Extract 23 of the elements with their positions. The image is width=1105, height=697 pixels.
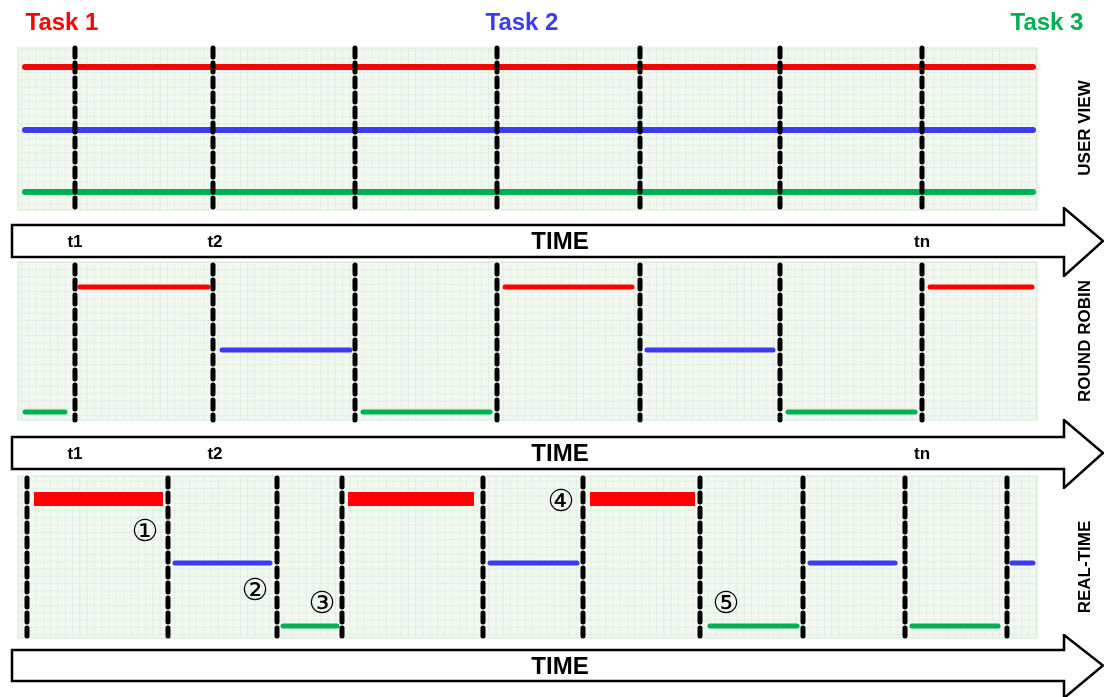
step-number: ④	[547, 486, 575, 516]
task-name: Task 1	[25, 10, 99, 34]
tick-label: tn	[914, 444, 930, 462]
time-arrow	[10, 634, 1104, 697]
axis-title: TIME	[531, 229, 589, 253]
time-arrow	[10, 419, 1104, 489]
step-number: ②	[241, 575, 269, 605]
step-number: ①	[131, 516, 159, 546]
task-name: Task 3	[1010, 10, 1084, 34]
tick-label: t1	[67, 232, 83, 250]
view-label: ROUND ROBIN	[1075, 280, 1093, 402]
view-label: USER VIEW	[1075, 80, 1093, 176]
tick-label: tn	[914, 232, 930, 250]
axis-title: TIME	[531, 654, 589, 678]
tick-label: t2	[207, 232, 223, 250]
tick-label: t2	[207, 444, 223, 462]
time-arrow	[10, 207, 1104, 277]
task-name: Task 2	[485, 10, 559, 34]
axis-title: TIME	[531, 441, 589, 465]
tick-label: t1	[67, 444, 83, 462]
step-number: ③	[308, 588, 336, 618]
step-number: ⑤	[712, 588, 740, 618]
view-label: REAL-TIME	[1075, 520, 1093, 614]
